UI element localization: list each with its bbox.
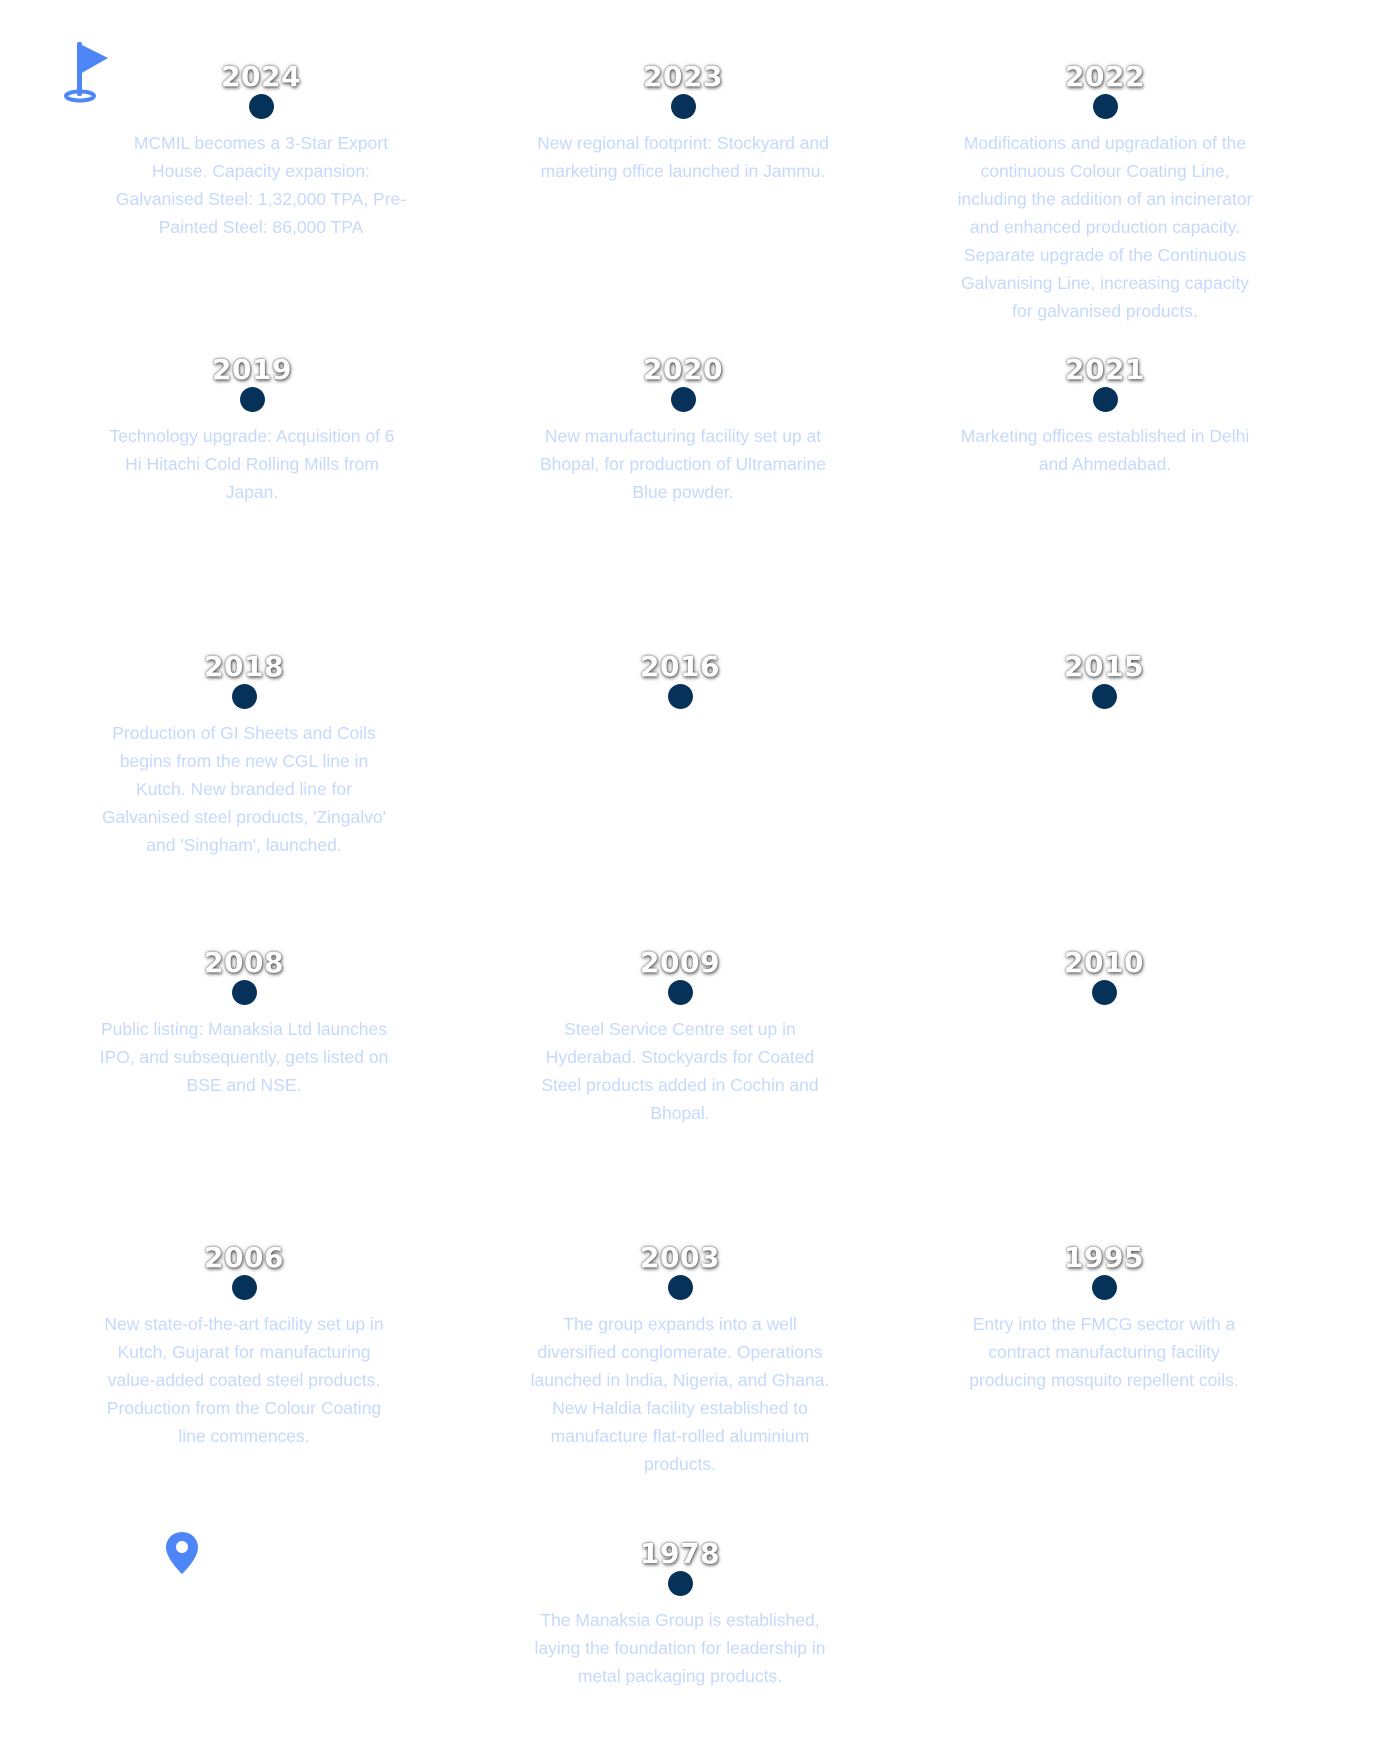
milestone-2021: 2021 Marketing offices established in De…	[950, 353, 1260, 478]
timeline-dot	[248, 94, 274, 119]
milestone-description: New regional footprint: Stockyard and ma…	[537, 133, 829, 181]
milestone-year: 2019	[212, 353, 292, 386]
milestone-year: 2024	[221, 60, 301, 93]
timeline-dot	[231, 980, 257, 1005]
milestone-2018: 2018 Production of GI Sheets and Coils b…	[89, 650, 399, 859]
location-pin-icon	[166, 1532, 198, 1574]
milestone-2023: 2023 New regional footprint: Stockyard a…	[528, 60, 838, 185]
timeline-dot	[670, 387, 696, 412]
milestone-year: 2021	[1065, 353, 1145, 386]
timeline-dot	[670, 94, 696, 119]
timeline-dot	[667, 980, 693, 1005]
milestone-2024: 2024 MCMIL becomes a 3-Star Export House…	[106, 60, 416, 241]
milestone-description: Steel Service Centre set up in Hyderabad…	[541, 1019, 819, 1123]
milestone-1978: 1978 The Manaksia Group is established, …	[525, 1537, 835, 1690]
timeline-dot	[667, 1571, 693, 1596]
milestone-description: The Manaksia Group is established, layin…	[534, 1610, 826, 1686]
milestone-description: Production of GI Sheets and Coils begins…	[102, 723, 386, 855]
milestone-year: 2008	[204, 946, 284, 979]
timeline-dot	[667, 684, 693, 709]
milestone-2019: 2019 Technology upgrade: Acquisition of …	[97, 353, 407, 506]
milestone-2016: 2016	[525, 650, 835, 719]
milestone-2015: 2015	[949, 650, 1259, 719]
milestone-2022: 2022 Modifications and upgradation of th…	[950, 60, 1260, 325]
milestone-year: 2022	[1065, 60, 1145, 93]
milestone-year: 1995	[1064, 1241, 1144, 1274]
milestone-description: The group expands into a well diversifie…	[530, 1314, 830, 1474]
milestone-description: MCMIL becomes a 3-Star Export House. Cap…	[115, 133, 407, 237]
timeline-dot	[231, 684, 257, 709]
milestone-year: 2010	[1064, 946, 1144, 979]
milestone-year: 2015	[1064, 650, 1144, 683]
milestone-2008: 2008 Public listing: Manaksia Ltd launch…	[89, 946, 399, 1099]
milestone-year: 2018	[204, 650, 284, 683]
timeline-dot	[1092, 94, 1118, 119]
milestone-year: 2020	[643, 353, 723, 386]
flag-icon	[64, 42, 108, 103]
milestone-2003: 2003 The group expands into a well diver…	[525, 1241, 835, 1478]
milestone-description: Marketing offices established in Delhi a…	[960, 426, 1250, 474]
milestone-year: 2006	[204, 1241, 284, 1274]
milestone-description: Technology upgrade: Acquisition of 6 Hi …	[109, 426, 395, 502]
timeline-dot	[239, 387, 265, 412]
milestone-description: New state-of-the-art facility set up in …	[104, 1314, 384, 1446]
milestone-2009: 2009 Steel Service Centre set up in Hyde…	[525, 946, 835, 1127]
milestone-1995: 1995 Entry into the FMCG sector with a c…	[949, 1241, 1259, 1394]
milestone-description: Modifications and upgradation of the con…	[957, 133, 1253, 321]
timeline-dot	[1092, 387, 1118, 412]
milestone-year: 2016	[640, 650, 720, 683]
timeline-dot	[1091, 684, 1117, 709]
milestone-2006: 2006 New state-of-the-art facility set u…	[89, 1241, 399, 1450]
timeline-dot	[667, 1275, 693, 1300]
milestone-year: 1978	[640, 1537, 720, 1570]
milestone-year: 2023	[643, 60, 723, 93]
milestone-description: Entry into the FMCG sector with a contra…	[969, 1314, 1239, 1390]
timeline-dot	[1091, 1275, 1117, 1300]
milestone-description: New manufacturing facility set up at Bho…	[540, 426, 826, 502]
milestone-2010: 2010	[949, 946, 1259, 1015]
milestone-2020: 2020 New manufacturing facility set up a…	[528, 353, 838, 506]
milestone-year: 2009	[640, 946, 720, 979]
milestone-description: Public listing: Manaksia Ltd launches IP…	[99, 1019, 389, 1095]
milestone-year: 2003	[640, 1241, 720, 1274]
timeline-dot	[231, 1275, 257, 1300]
timeline-dot	[1091, 980, 1117, 1005]
